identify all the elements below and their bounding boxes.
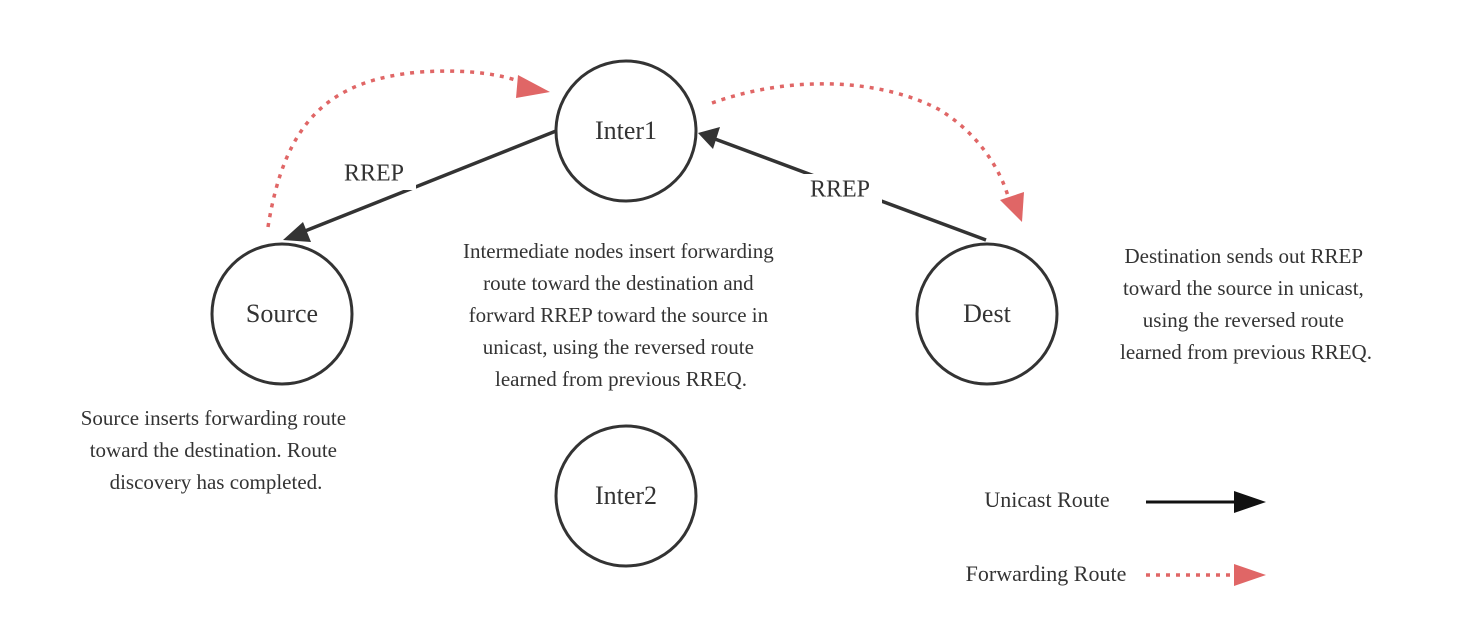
unicast-route-inter1-to-source (299, 129, 557, 235)
node-inter2[interactable]: Inter2 (554, 424, 698, 568)
legend-forwarding-label: Forwarding Route (966, 561, 1127, 586)
rrep-label-source: RREP (344, 161, 404, 187)
rrep-label-dest: RREP (810, 177, 870, 203)
node-inter1-label: Inter1 (595, 116, 657, 145)
unicast-arrowhead-source (283, 222, 311, 242)
note-intermediate: Intermediate nodes insert forwarding rou… (463, 239, 779, 391)
legend-unicast-arrowhead (1234, 491, 1266, 513)
legend-forwarding-arrowhead (1234, 564, 1266, 586)
forwarding-route-source-to-inter1 (266, 69, 531, 228)
node-dest-label: Dest (963, 299, 1011, 328)
unicast-arrowhead-inter1 (698, 127, 720, 149)
forwarding-arrowhead-inter1 (516, 75, 550, 98)
legend-unicast-label: Unicast Route (984, 487, 1109, 512)
node-inter2-label: Inter2 (595, 481, 657, 510)
note-destination: Destination sends out RREP toward the so… (1120, 244, 1372, 364)
node-dest[interactable]: Dest (915, 242, 1059, 386)
node-inter1[interactable]: Inter1 (554, 59, 698, 203)
node-source-label: Source (246, 299, 318, 328)
forwarding-route-inter1-to-dest (711, 82, 1010, 197)
note-source: Source inserts forwarding route toward t… (81, 406, 352, 494)
node-source[interactable]: Source (210, 242, 354, 386)
forwarding-arrowhead-dest (1000, 192, 1024, 222)
legend: Unicast Route Forwarding Route (966, 487, 1266, 586)
